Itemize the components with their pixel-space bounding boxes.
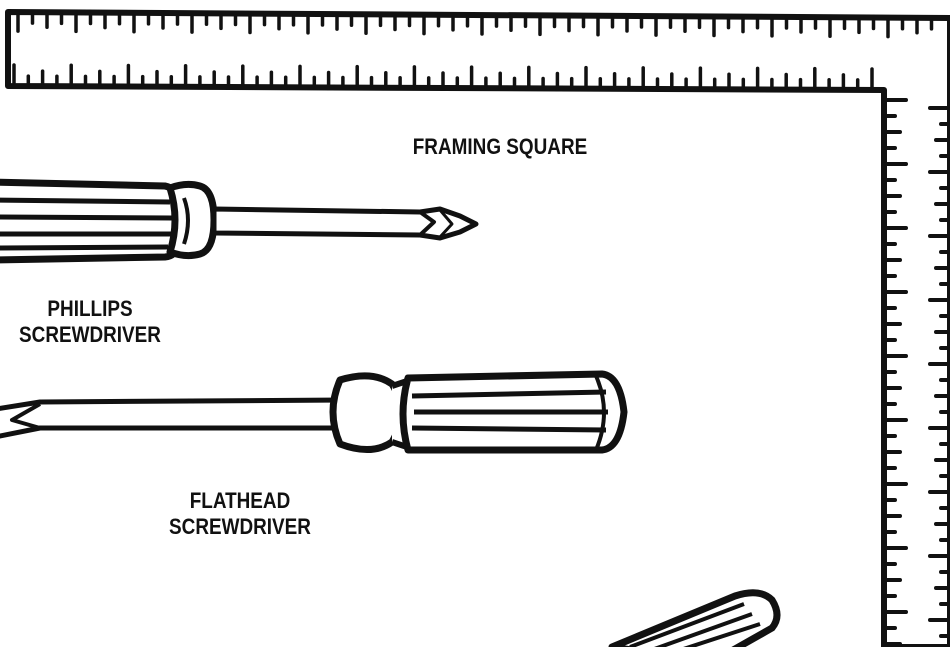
phillips-screwdriver-label: PHILLIPS SCREWDRIVER bbox=[4, 296, 176, 348]
flathead-screwdriver-label: FLATHEAD SCREWDRIVER bbox=[154, 488, 326, 540]
phillips-label-line-2: SCREWDRIVER bbox=[19, 322, 161, 347]
tool-handle-icon bbox=[608, 589, 781, 647]
flathead-screwdriver-icon bbox=[0, 370, 628, 454]
framing-square-ticks-right bbox=[884, 98, 950, 646]
phillips-label-line-1: PHILLIPS bbox=[47, 296, 133, 321]
framing-square-ticks-inner bbox=[12, 63, 874, 89]
flathead-label-line-1: FLATHEAD bbox=[189, 488, 291, 513]
flathead-label-line-2: SCREWDRIVER bbox=[169, 514, 311, 539]
framing-square-icon bbox=[5, 9, 950, 647]
framing-square-label-text: FRAMING SQUARE bbox=[412, 134, 588, 159]
framing-square-ticks-top bbox=[16, 13, 934, 39]
framing-square-label: FRAMING SQUARE bbox=[397, 134, 603, 160]
phillips-screwdriver-icon bbox=[0, 178, 479, 264]
